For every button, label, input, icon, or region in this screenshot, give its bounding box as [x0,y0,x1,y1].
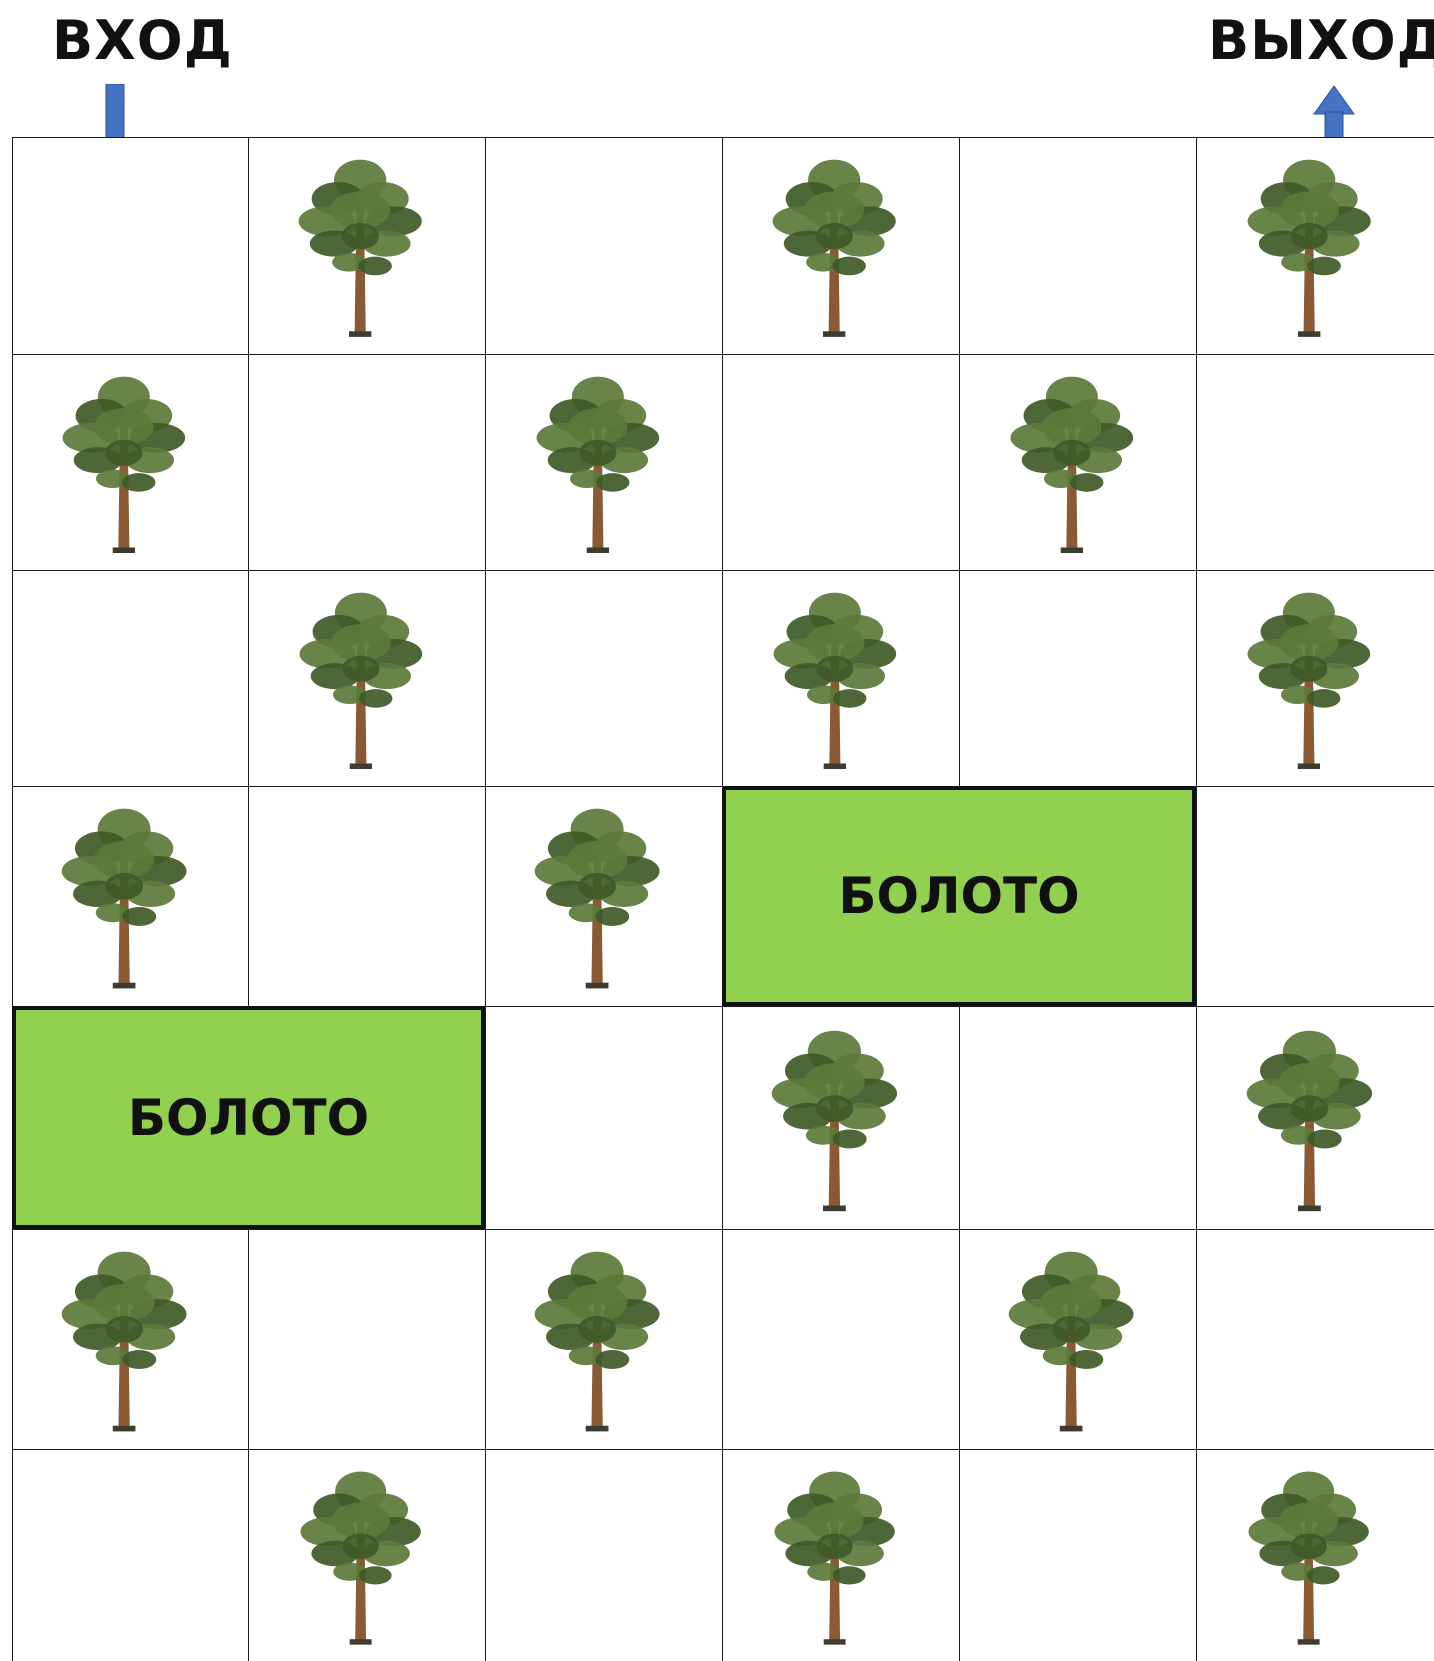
exit-label: ВЫХОД [1208,14,1434,68]
swamp-zone: БОЛОТО [722,786,1196,1006]
grid-cell[interactable] [959,137,1196,354]
grid-cell[interactable] [959,1006,1196,1229]
grid-cell[interactable] [722,354,959,570]
swamp-label: БОЛОТО [128,1089,369,1147]
grid-cell[interactable] [722,1229,959,1449]
swamp-zone: БОЛОТО [12,1006,485,1229]
pine-tree-icon [529,1246,665,1435]
pine-tree-icon [1241,1025,1378,1215]
pine-tree-icon [295,1466,426,1648]
grid-cell[interactable] [1196,786,1434,1006]
pine-tree-icon [531,371,665,557]
pine-tree-icon [768,587,902,773]
grid-cell[interactable] [248,786,485,1006]
pine-tree-icon [529,803,665,992]
grid-cell[interactable] [248,354,485,570]
pine-tree-icon [57,371,191,557]
grid-cell[interactable] [1196,1229,1434,1449]
grid-cell[interactable] [485,570,722,786]
grid-cell[interactable] [248,1229,485,1449]
pine-tree-icon [766,1025,903,1215]
grid-cell[interactable] [959,570,1196,786]
grid-cell[interactable] [1196,354,1434,570]
grid-cell[interactable] [959,1449,1196,1661]
pine-tree-icon [769,1466,900,1648]
pine-tree-icon [1003,1246,1139,1435]
grid-cell[interactable] [12,570,248,786]
pine-tree-icon [56,1246,192,1435]
grid-cell[interactable] [12,137,248,354]
grid-cell[interactable] [485,137,722,354]
pine-tree-icon [293,154,427,341]
pine-tree-icon [1242,587,1376,773]
grid-cell[interactable] [485,1006,722,1229]
grid-cell[interactable] [485,1449,722,1661]
pine-tree-icon [294,587,428,773]
pine-tree-icon [1243,1466,1374,1648]
swamp-label: БОЛОТО [838,867,1079,925]
pine-tree-icon [767,154,901,341]
pine-tree-icon [56,803,192,992]
pine-tree-icon [1005,371,1139,557]
entry-label: ВХОД [52,14,233,68]
pine-tree-icon [1242,154,1376,341]
grid-cell[interactable] [12,1449,248,1661]
